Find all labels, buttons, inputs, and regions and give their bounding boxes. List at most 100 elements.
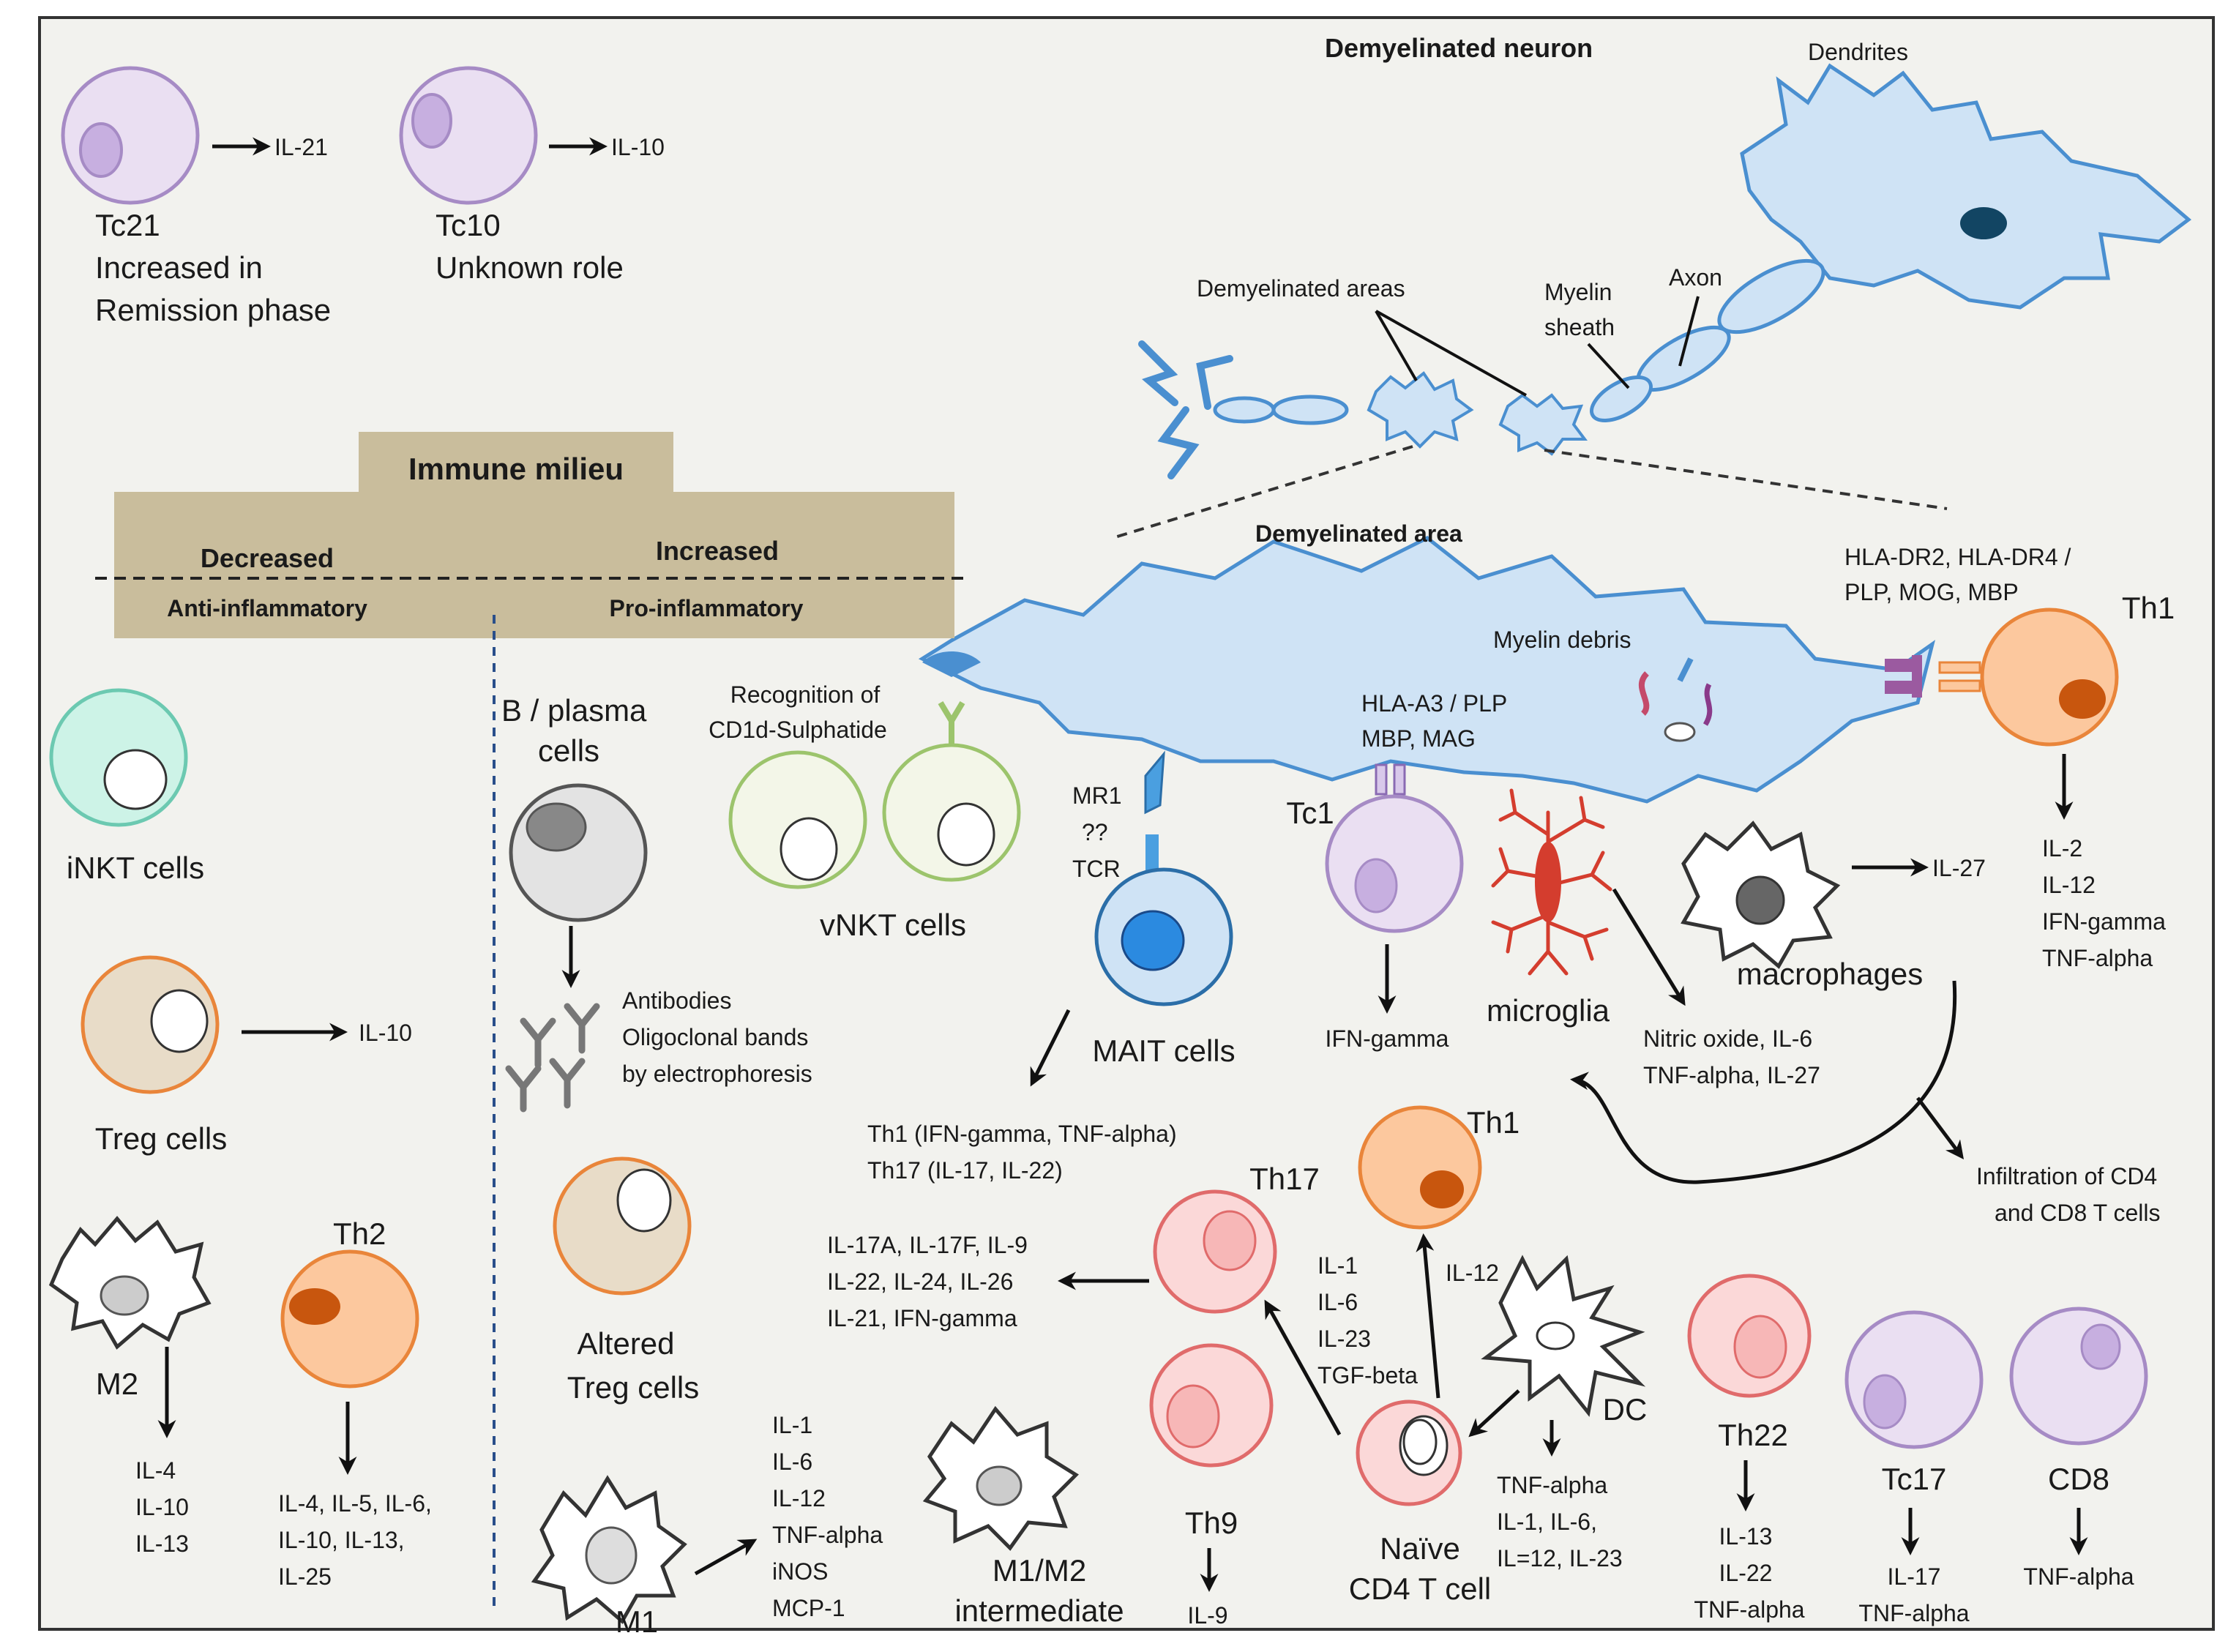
m1m2-label-2: intermediate (954, 1593, 1124, 1628)
mait-cell (1094, 867, 1233, 1006)
th9-cytokine: IL-9 (1187, 1602, 1227, 1629)
tc10-cytokine: IL-10 (611, 134, 665, 160)
mait-label: MAIT cells (1092, 1034, 1235, 1068)
dc-cytokine-2: IL-1, IL-6, (1497, 1509, 1597, 1535)
myelin-label-1: Myelin (1544, 279, 1612, 305)
th17-cytokine-3: IL-21, IFN-gamma (827, 1305, 1017, 1331)
m1m2-macrophage (922, 1405, 1079, 1551)
th1-cytokine-4: TNF-alpha (2042, 945, 2153, 971)
m1-cytokine-6: MCP-1 (772, 1595, 845, 1621)
th17-cell (1153, 1189, 1277, 1314)
tc21-desc-1: Increased in (95, 250, 263, 285)
mr1-receptor (1144, 750, 1165, 815)
hla-a3-label-2: MBP, MAG (1361, 725, 1476, 752)
th9-label: Th9 (1185, 1506, 1238, 1540)
mr1-label-3: TCR (1072, 856, 1121, 882)
naive-cytokine-1: IL-1 (1317, 1252, 1358, 1279)
b-cells-label-1: B / plasma (501, 693, 647, 728)
demyelinated-areas-label: Demyelinated areas (1197, 275, 1405, 302)
vnkt-cells (728, 651, 1021, 889)
banner-increased: Increased (656, 536, 779, 566)
banner-title: Immune milieu (408, 452, 624, 486)
tc1-cytokine: IFN-gamma (1326, 1025, 1449, 1052)
axon-label: Axon (1669, 264, 1722, 291)
cd8-cell (2009, 1307, 2148, 1446)
th9-cell (1149, 1343, 1274, 1468)
m1-cytokine-2: IL-6 (772, 1449, 812, 1475)
microglia-cell (1491, 788, 1612, 976)
neuron-nucleus (1960, 207, 2007, 239)
treg-cytokine: IL-10 (359, 1020, 412, 1046)
tc21-desc-2: Remission phase (95, 293, 331, 327)
tc17-cytokine-1: IL-17 (1888, 1563, 1941, 1590)
m1-label: M1 (616, 1604, 658, 1639)
myelin-label-2: sheath (1544, 314, 1615, 340)
tc10-desc: Unknown role (436, 250, 624, 285)
demyelinated-spot-2 (1498, 393, 1588, 456)
tc21-cell (61, 66, 200, 205)
tc10-cell (399, 66, 538, 205)
b-cells-label-2: cells (538, 733, 599, 768)
hla-dr-label-2: PLP, MOG, MBP (1844, 579, 2019, 605)
cd8-label: CD8 (2048, 1462, 2109, 1496)
hla-a3-label-1: HLA-A3 / PLP (1361, 690, 1507, 717)
tc10-name: Tc10 (436, 208, 501, 242)
th2-cytokine-3: IL-25 (278, 1563, 332, 1590)
microglia-cytokine-2: TNF-alpha, IL-27 (1643, 1062, 1820, 1088)
recognition-label-1: Recognition of (730, 681, 881, 708)
tc17-cell (1844, 1310, 1984, 1449)
th22-label: Th22 (1718, 1418, 1788, 1452)
th2-label: Th2 (333, 1216, 386, 1251)
banner-anti: Anti-inflammatory (167, 595, 367, 621)
demyelinated-neuron: Demyelinated neuron Dendrites Demyelinat… (1138, 33, 2191, 479)
altered-treg-cell (553, 1156, 692, 1296)
tc17-cytokine-2: TNF-alpha (1858, 1600, 1969, 1626)
naive-cd4-cell (1356, 1399, 1462, 1506)
vnkt-label: vNKT cells (820, 908, 966, 942)
m1-cytokine-5: iNOS (772, 1558, 828, 1585)
inkt-cell (49, 688, 188, 827)
th22-cell (1687, 1274, 1812, 1398)
antibody-icon (505, 1003, 600, 1113)
dendritic-cell (1481, 1255, 1646, 1417)
demyelinated-area-label: Demyelinated area (1255, 520, 1462, 547)
microglia-label: microglia (1487, 993, 1610, 1028)
banner-pro: Pro-inflammatory (610, 595, 804, 621)
m1m2-label-1: M1/M2 (993, 1553, 1086, 1588)
altered-treg-label-1: Altered (577, 1326, 674, 1361)
tc1-label: Tc1 (1286, 796, 1334, 830)
macrophage-cell (1681, 821, 1841, 969)
il12-label: IL-12 (1446, 1260, 1499, 1286)
m2-cytokine-1: IL-4 (135, 1457, 176, 1484)
dc-label: DC (1603, 1392, 1648, 1427)
mait-output-1: Th1 (IFN-gamma, TNF-alpha) (867, 1121, 1177, 1147)
macrophage-cytokine: IL-27 (1932, 855, 1986, 881)
mait-output-2: Th17 (IL-17, IL-22) (867, 1157, 1063, 1184)
th1-mid-label: Th1 (1467, 1105, 1520, 1140)
naive-label-1: Naïve (1380, 1531, 1460, 1566)
microglia-cytokine-1: Nitric oxide, IL-6 (1643, 1025, 1812, 1052)
m1-macrophage (531, 1475, 687, 1624)
naive-cytokine-4: TGF-beta (1317, 1362, 1418, 1388)
antibodies-line-1: Antibodies (622, 987, 731, 1014)
infiltration-line-2: and CD8 T cells (1995, 1200, 2160, 1226)
th1-right-cell (1980, 608, 2119, 747)
m2-cytokine-2: IL-10 (135, 1494, 189, 1520)
naive-label-2: CD4 T cell (1349, 1571, 1492, 1606)
mr1-label-1: MR1 (1072, 782, 1122, 809)
th1-mid-cell (1358, 1105, 1482, 1230)
demyelinated-spot-1 (1367, 371, 1474, 449)
dc-cytokine-1: TNF-alpha (1497, 1472, 1607, 1498)
th2-cytokine-2: IL-10, IL-13, (278, 1527, 405, 1553)
altered-treg-label-2: Treg cells (567, 1370, 700, 1405)
cd8-cytokine: TNF-alpha (2023, 1563, 2134, 1590)
th1-cytokine-3: IFN-gamma (2042, 908, 2166, 935)
th1-right-label: Th1 (2122, 591, 2175, 625)
th22-cytokine-3: TNF-alpha (1694, 1596, 1804, 1623)
naive-cytokine-2: IL-6 (1317, 1289, 1358, 1315)
m2-macrophage (48, 1216, 212, 1350)
hla-receptor (1885, 655, 1981, 698)
b-plasma-cell (509, 783, 648, 922)
m2-cytokine-3: IL-13 (135, 1530, 189, 1557)
